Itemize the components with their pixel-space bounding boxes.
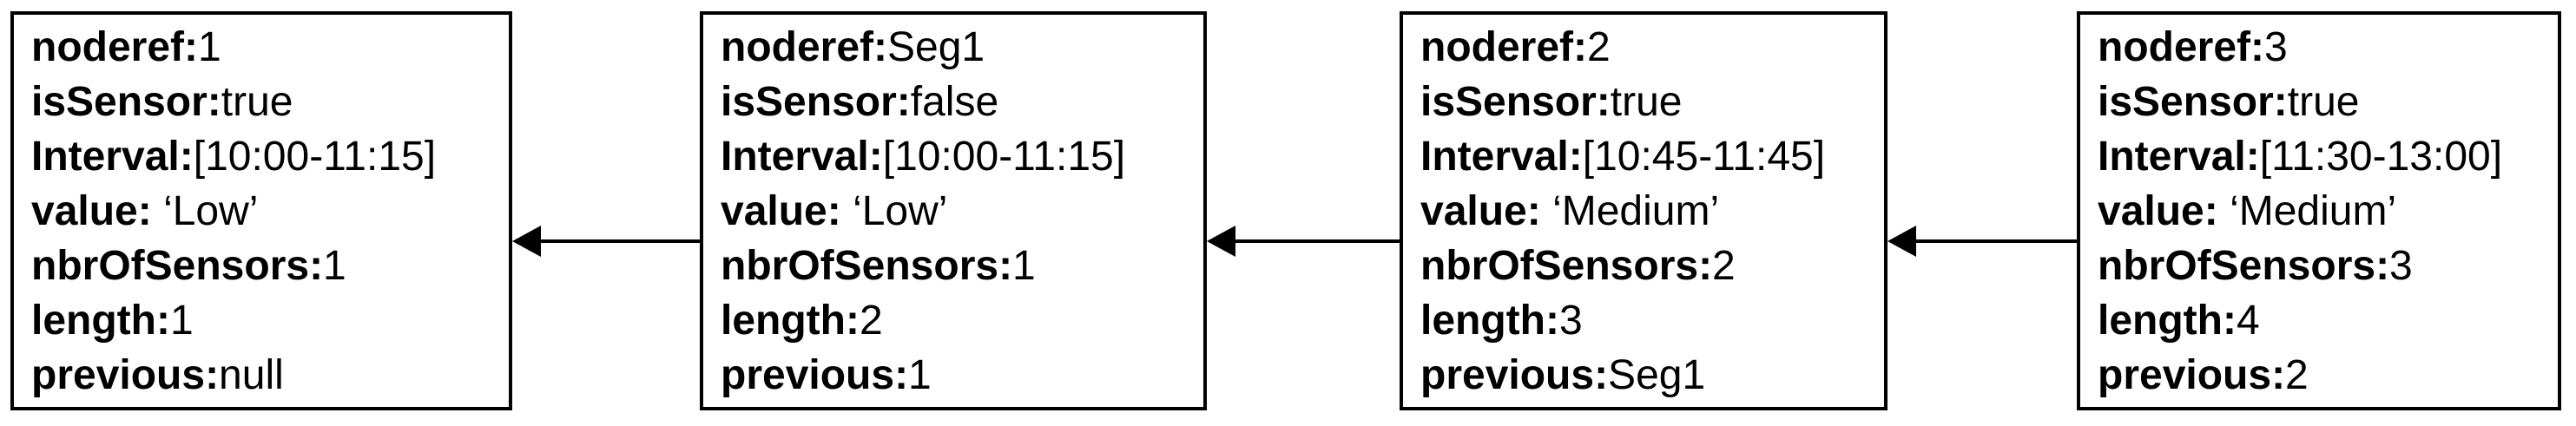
- field-value: ‘Low’: [163, 188, 259, 234]
- field-value: 2: [2285, 352, 2309, 398]
- field-row: previous:Seg1: [1420, 348, 1875, 403]
- field-row: previous:1: [721, 348, 1195, 403]
- field-value: 3: [1558, 298, 1583, 344]
- field-value: true: [221, 79, 293, 125]
- field-value: null: [219, 352, 284, 398]
- field-row: Interval:[10:00-11:15]: [31, 129, 500, 184]
- node-box-3: noderef:2 isSensor:true Interval:[10:45-…: [1400, 11, 1888, 410]
- field-value: false: [910, 79, 999, 125]
- field-row: length:2: [721, 293, 1195, 348]
- field-key: noderef:: [2098, 24, 2264, 70]
- field-row: Interval:[10:00-11:15]: [721, 129, 1195, 184]
- field-value: [10:00-11:15]: [882, 134, 1126, 180]
- field-key: previous:: [2098, 352, 2286, 398]
- field-row: noderef:2: [1420, 20, 1875, 75]
- field-row: isSensor:true: [31, 75, 500, 129]
- field-row: noderef:1: [31, 20, 500, 75]
- field-value: 1: [323, 243, 346, 289]
- field-value: Seg1: [887, 24, 985, 70]
- field-row: length:4: [2098, 293, 2549, 348]
- field-key: length:: [2098, 298, 2237, 344]
- field-value: ‘Low’: [853, 188, 948, 234]
- field-key: nbrOfSensors:: [2098, 243, 2390, 289]
- field-row: nbrOfSensors:2: [1420, 239, 1875, 293]
- field-key: value:: [1420, 188, 1553, 234]
- field-value: 2: [859, 298, 883, 344]
- field-value: true: [2287, 79, 2360, 125]
- field-key: previous:: [31, 352, 220, 398]
- field-key: isSensor:: [31, 79, 221, 125]
- field-key: value:: [31, 188, 164, 234]
- field-value: 1: [1012, 243, 1036, 289]
- field-row: Interval:[10:45-11:45]: [1420, 129, 1875, 184]
- arrow-left-icon: [1207, 226, 1400, 257]
- field-row: previous:2: [2098, 348, 2549, 403]
- field-row: previous:null: [31, 348, 500, 403]
- field-row: isSensor:false: [721, 75, 1195, 129]
- field-key: length:: [721, 298, 860, 344]
- field-value: 2: [1587, 24, 1611, 70]
- field-value: [11:30-13:00]: [2259, 134, 2503, 180]
- field-value: 3: [2389, 243, 2413, 289]
- field-key: noderef:: [31, 24, 198, 70]
- field-row: nbrOfSensors:3: [2098, 239, 2549, 293]
- field-key: nbrOfSensors:: [1420, 243, 1713, 289]
- field-key: nbrOfSensors:: [721, 243, 1013, 289]
- field-key: nbrOfSensors:: [31, 243, 324, 289]
- field-key: noderef:: [721, 24, 887, 70]
- field-key: Interval:: [2098, 134, 2260, 180]
- field-value: Seg1: [1608, 352, 1706, 398]
- field-row: Interval:[11:30-13:00]: [2098, 129, 2549, 184]
- field-key: isSensor:: [1420, 79, 1611, 125]
- field-row: isSensor:true: [1420, 75, 1875, 129]
- field-key: value:: [721, 188, 853, 234]
- field-key: isSensor:: [721, 79, 911, 125]
- arrow-shaft: [541, 239, 700, 243]
- field-value: 3: [2264, 24, 2288, 70]
- field-key: Interval:: [1420, 134, 1583, 180]
- field-value: [10:45-11:45]: [1582, 134, 1826, 180]
- field-row: isSensor:true: [2098, 75, 2549, 129]
- node-box-2: noderef:Seg1 isSensor:false Interval:[10…: [700, 11, 1207, 410]
- arrow-left-icon: [512, 226, 700, 257]
- field-key: isSensor:: [2098, 79, 2288, 125]
- node-box-1: noderef:1 isSensor:true Interval:[10:00-…: [10, 11, 512, 410]
- arrow-shaft: [1916, 239, 2077, 243]
- field-key: Interval:: [31, 134, 194, 180]
- field-key: length:: [1420, 298, 1559, 344]
- field-value: 4: [2236, 298, 2260, 344]
- field-value: 2: [1712, 243, 1736, 289]
- arrow-shaft: [1235, 239, 1400, 243]
- field-key: previous:: [721, 352, 909, 398]
- node-box-4: noderef:3 isSensor:true Interval:[11:30-…: [2077, 11, 2561, 410]
- field-row: noderef:3: [2098, 20, 2549, 75]
- arrow-left-icon: [1888, 226, 2077, 257]
- field-key: Interval:: [721, 134, 883, 180]
- field-row: length:1: [31, 293, 500, 348]
- field-key: value:: [2098, 188, 2230, 234]
- field-value: 1: [908, 352, 932, 398]
- field-key: length:: [31, 298, 170, 344]
- field-row: value: ‘Low’: [721, 184, 1195, 239]
- field-row: nbrOfSensors:1: [721, 239, 1195, 293]
- field-row: value: ‘Low’: [31, 184, 500, 239]
- field-value: 1: [169, 298, 194, 344]
- field-value: [10:00-11:15]: [193, 134, 437, 180]
- arrowhead-icon: [512, 226, 541, 257]
- field-key: previous:: [1420, 352, 1609, 398]
- field-value: ‘Medium’: [2230, 188, 2397, 234]
- field-row: noderef:Seg1: [721, 20, 1195, 75]
- field-row: value: ‘Medium’: [2098, 184, 2549, 239]
- field-value: 1: [198, 24, 221, 70]
- field-value: true: [1610, 79, 1683, 125]
- field-key: noderef:: [1420, 24, 1587, 70]
- arrowhead-icon: [1207, 226, 1235, 257]
- arrowhead-icon: [1888, 226, 1916, 257]
- field-row: value: ‘Medium’: [1420, 184, 1875, 239]
- field-row: length:3: [1420, 293, 1875, 348]
- field-value: ‘Medium’: [1552, 188, 1720, 234]
- field-row: nbrOfSensors:1: [31, 239, 500, 293]
